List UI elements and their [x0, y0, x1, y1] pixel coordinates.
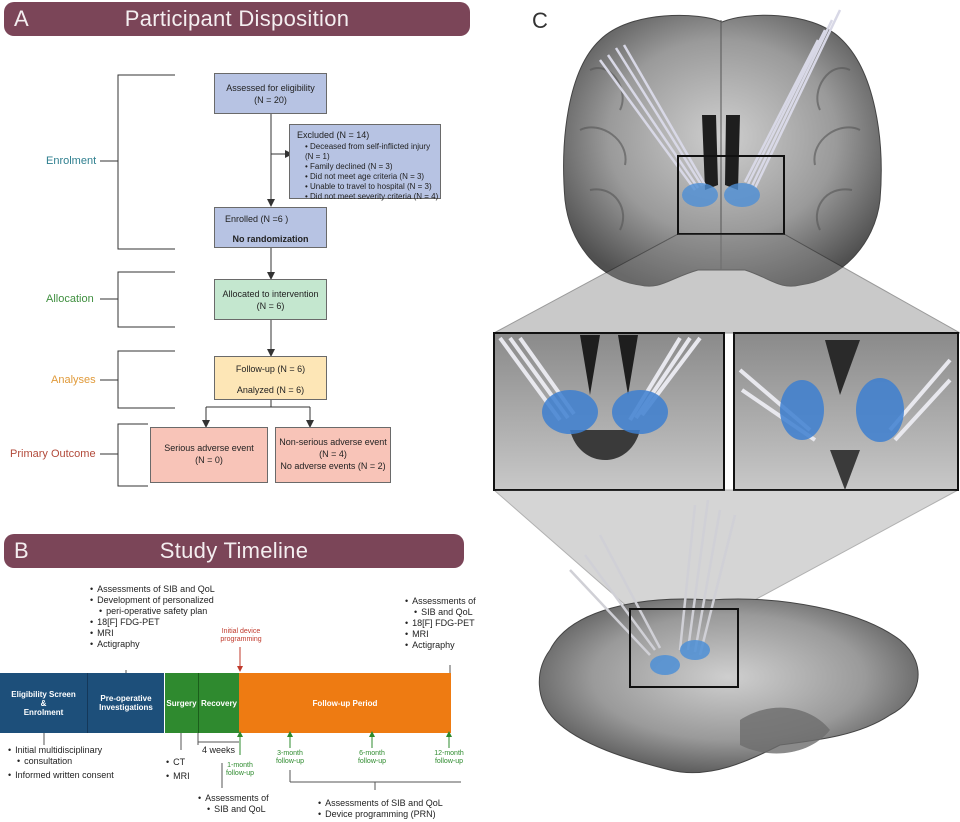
followup-box: Follow-up (N = 6) Analyzed (N = 6) [214, 356, 327, 400]
excluded-item: • Deceased from self-inflicted injury (N… [305, 142, 431, 161]
followup-line1: Follow-up (N = 6) [235, 364, 306, 374]
list-item: CT [166, 757, 190, 768]
recovery-notes: Assessments of SIB and QoL [198, 793, 269, 815]
nonserious-ae-box: Non-serious adverse event (N = 4) No adv… [275, 427, 391, 483]
list-item: Assessments of [405, 596, 476, 607]
nonserious-line2: (N = 4) [319, 449, 347, 459]
list-item: Actigraphy [405, 640, 476, 651]
list-item: SIB and QoL [405, 607, 476, 618]
list-item: peri-operative safety plan [90, 606, 215, 617]
list-item: Development of personalized [90, 595, 215, 606]
coronal-brain-section [563, 9, 882, 287]
enrolled-line1: Enrolled (N =6 ) [225, 214, 289, 224]
serious-ae-box: Serious adverse event (N = 0) [150, 427, 268, 483]
nonserious-line3: No adverse events (N = 2) [280, 461, 386, 471]
serious-line1: Serious adverse event [164, 443, 254, 453]
zoomed-coronal-view [493, 332, 725, 491]
panel-a-title: Participant Disposition [124, 6, 350, 31]
stage-enrolment: Enrolment [46, 155, 97, 167]
segment-followup: Follow-up Period [239, 673, 451, 733]
excluded-box: Excluded (N = 14) • Deceased from self-i… [289, 124, 441, 201]
timeline-connectors [43, 647, 461, 790]
allocated-line1: Allocated to intervention [222, 289, 319, 299]
eligibility-notes: Initial multidisciplinary consultation I… [8, 745, 114, 781]
end-assessment-list: Assessments of SIB and QoL 18[F] FDG-PET… [405, 596, 476, 651]
excluded-item: • Unable to travel to hospital (N = 3) [305, 182, 432, 191]
followup-line2: Analyzed (N = 6) [236, 385, 305, 395]
list-item: 18[F] FDG-PET [405, 618, 476, 629]
excluded-item: • Did not meet severity criteria (N = 4) [305, 192, 439, 201]
list-item: 18[F] FDG-PET [90, 617, 215, 628]
panel-b-title: Study Timeline [159, 538, 309, 563]
assessed-line1: Assessed for eligibility [226, 83, 315, 93]
list-item: Informed written consent [8, 770, 114, 781]
panel-a-letter: A [14, 6, 29, 31]
segment-eligibility: Eligibility Screen & Enrolment [0, 673, 87, 733]
preop-assessment-list: Assessments of SIB and QoL Development o… [90, 584, 215, 650]
panel-b-banner: B Study Timeline [4, 534, 464, 568]
list-item: MRI [166, 771, 190, 782]
stage-allocation: Allocation [46, 293, 94, 305]
list-item: Device programming (PRN) [318, 809, 443, 820]
enrolled-line2: No randomization [232, 234, 309, 244]
serious-line2: (N = 0) [195, 455, 223, 465]
flow-connectors [100, 74, 314, 487]
assessed-line2: (N = 20) [254, 95, 287, 105]
four-weeks-label: 4 weeks [202, 745, 236, 755]
segment-recovery: Recovery [198, 673, 239, 733]
stage-analyses: Analyses [51, 374, 96, 386]
panel-c-letter: C [532, 8, 548, 33]
list-item: Assessments of SIB and QoL [90, 584, 215, 595]
brain-imaging-figure [492, 9, 960, 774]
initial-programming-label: Initial device programming [220, 628, 262, 643]
panel-b-letter: B [14, 538, 29, 563]
list-item: Assessments of SIB and QoL [318, 798, 443, 809]
nonserious-line1: Non-serious adverse event [279, 437, 387, 447]
allocated-box: Allocated to intervention (N = 6) [214, 279, 327, 320]
list-item: consultation [8, 756, 114, 767]
followup-notes: Assessments of SIB and QoL Device progra… [318, 798, 443, 820]
excluded-title: Excluded (N = 14) [297, 130, 370, 140]
list-item: Actigraphy [90, 639, 215, 650]
panel-a-banner: A Participant Disposition [4, 2, 470, 36]
sagittal-brain-section [538, 499, 919, 774]
list-item: MRI [405, 629, 476, 640]
list-item: MRI [90, 628, 215, 639]
segment-surgery: Surgery [164, 673, 198, 733]
list-item: SIB and QoL [198, 804, 269, 815]
list-item: Initial multidisciplinary [8, 745, 114, 756]
assessed-box: Assessed for eligibility (N = 20) [214, 73, 327, 114]
surgery-notes: CT MRI [166, 757, 190, 782]
segment-preop: Pre-operative Investigations [87, 673, 164, 733]
list-item: Assessments of [198, 793, 269, 804]
excluded-item: • Family declined (N = 3) [305, 162, 393, 171]
stage-primary-outcome: Primary Outcome [10, 448, 96, 460]
allocated-line2: (N = 6) [256, 301, 285, 311]
enrolled-box: Enrolled (N =6 ) No randomization [214, 207, 327, 248]
zoomed-axial-view [733, 332, 959, 491]
excluded-item: • Did not meet age criteria (N = 3) [305, 172, 425, 181]
